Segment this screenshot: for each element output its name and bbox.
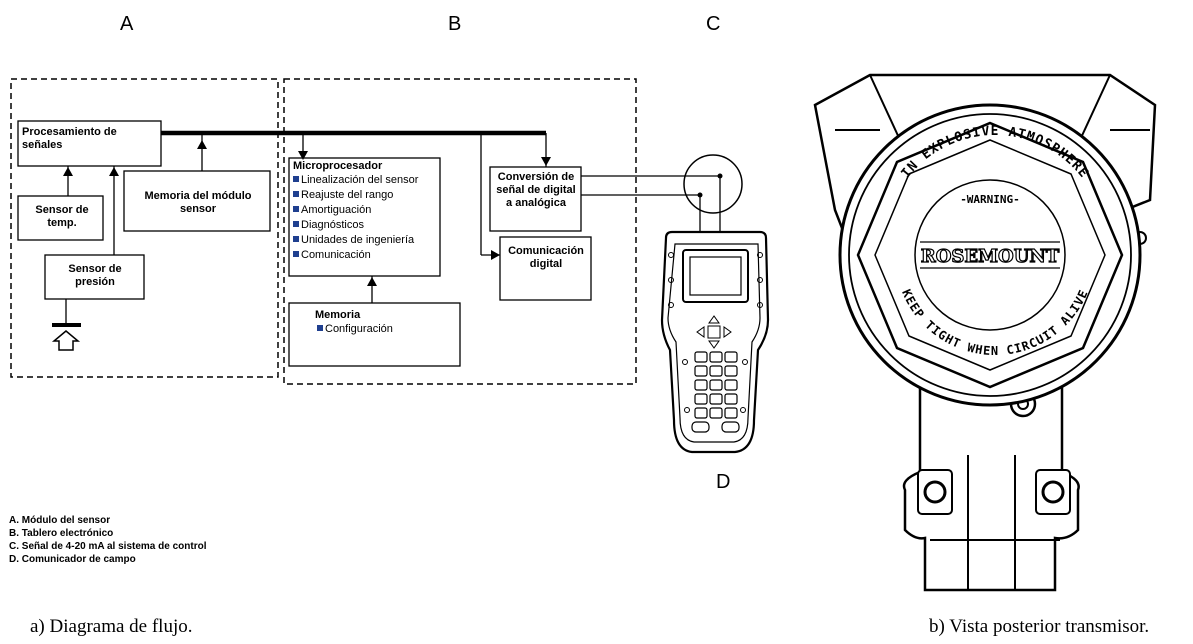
list-item: Configuración bbox=[315, 322, 455, 337]
bullet-icon bbox=[293, 176, 299, 182]
legend: A. Módulo del sensor B. Tablero electrón… bbox=[9, 514, 206, 566]
legend-item: B. Tablero electrónico bbox=[9, 527, 206, 540]
label-b: B bbox=[448, 13, 461, 36]
label-a: A bbox=[120, 13, 133, 36]
label-c: C bbox=[706, 13, 720, 36]
memory-title: Memoria bbox=[315, 309, 455, 322]
bullet-icon bbox=[293, 221, 299, 227]
bullet-icon bbox=[293, 206, 299, 212]
signal-processing-block: Procesamiento de señales bbox=[22, 126, 160, 152]
bullet-icon bbox=[293, 191, 299, 197]
list-item: Diagnósticos bbox=[293, 218, 439, 233]
legend-item: A. Módulo del sensor bbox=[9, 514, 206, 527]
legend-item: C. Señal de 4-20 mA al sistema de contro… bbox=[9, 540, 206, 553]
bullet-icon bbox=[293, 236, 299, 242]
list-item: Comunicación bbox=[293, 248, 439, 263]
brand-logo: ROSEMOUNT bbox=[921, 246, 1060, 267]
list-item: Reajuste del rango bbox=[293, 188, 439, 203]
dac-block: Conversión de señal de digital a analógi… bbox=[493, 171, 579, 210]
digital-comm-block: Comunicación digital bbox=[503, 245, 589, 271]
pressure-sensor-block: Sensor de presión bbox=[49, 263, 141, 289]
microprocessor-block: Microprocesador Linealización del sensor… bbox=[293, 160, 439, 263]
list-item: Linealización del sensor bbox=[293, 173, 439, 188]
memory-block: Memoria Configuración bbox=[315, 309, 455, 337]
bullet-icon bbox=[293, 251, 299, 257]
caption-a: a) Diagrama de flujo. bbox=[30, 616, 192, 638]
list-item: Amortiguación bbox=[293, 203, 439, 218]
microprocessor-title: Microprocesador bbox=[293, 160, 439, 173]
ring-center-text: -WARNING- bbox=[960, 193, 1020, 206]
legend-item: D. Comunicador de campo bbox=[9, 553, 206, 566]
list-item: Unidades de ingeniería bbox=[293, 233, 439, 248]
label-d: D bbox=[716, 471, 730, 494]
sensor-memory-block: Memoria del módulo sensor bbox=[128, 190, 268, 216]
caption-b: b) Vista posterior transmisor. bbox=[929, 616, 1149, 638]
bullet-icon bbox=[317, 325, 323, 331]
temp-sensor-block: Sensor de temp. bbox=[22, 204, 102, 230]
